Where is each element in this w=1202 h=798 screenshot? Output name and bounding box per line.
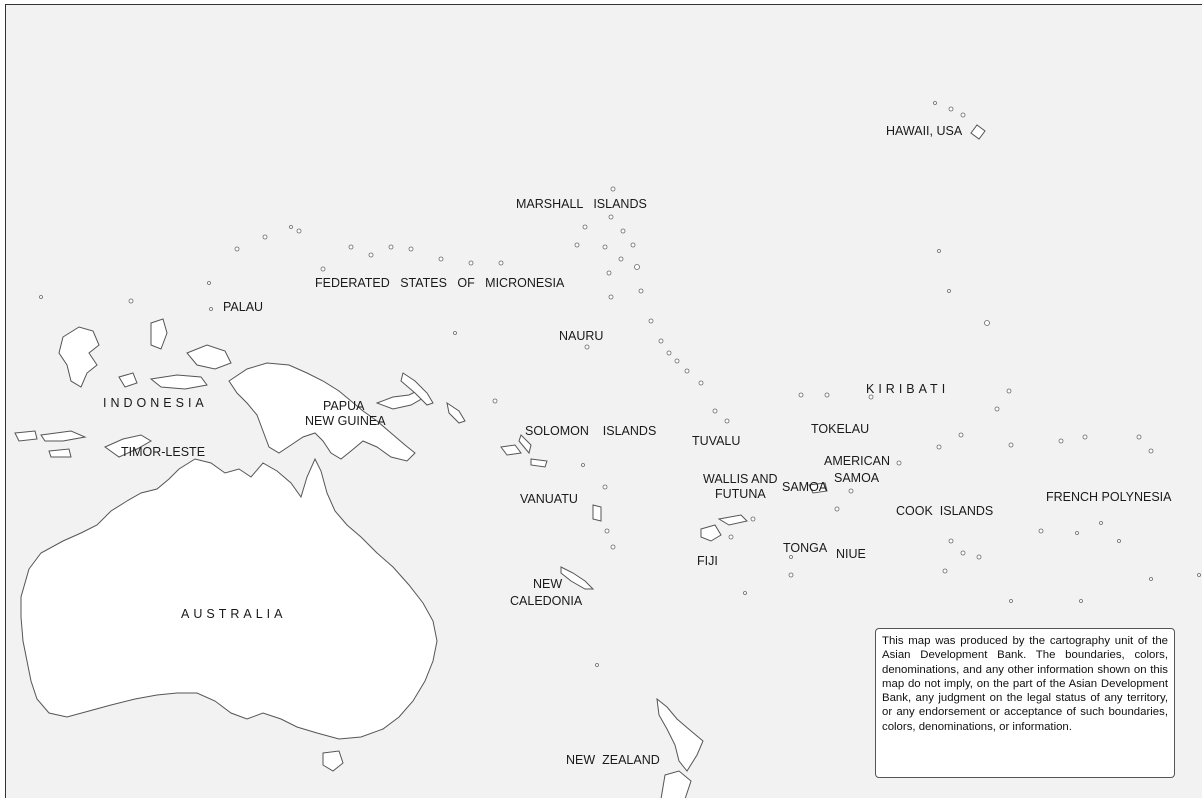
label-samoa: SAMOA [782,480,828,494]
label-tuvalu: TUVALU [692,434,740,448]
halmahera [150,318,168,350]
seram [149,374,208,390]
islets [39,101,1201,667]
makira [530,458,548,468]
hawaii-big-island [970,124,986,140]
map-frame: HAWAII, USA MARSHALL ISLANDS FEDERATED S… [5,4,1202,798]
new-zealand-north [656,697,704,772]
label-australia: AUSTRALIA [181,607,286,621]
label-marshall-islands: MARSHALL ISLANDS [516,197,647,211]
new-zealand-south [660,770,692,798]
guadalcanal [500,444,522,456]
vanua-levu [717,514,748,526]
label-new-zealand: NEW ZEALAND [566,753,660,767]
new-ireland [400,372,434,406]
label-french-polynesia: FRENCH POLYNESIA [1046,490,1172,504]
sumbawa [14,430,38,442]
vogelkop [186,344,232,370]
malaita [518,434,532,455]
label-indonesia: INDONESIA [103,396,208,410]
flores [40,430,87,442]
australia-landmass [20,457,438,740]
sumba [48,448,72,458]
timor [103,434,152,458]
map-canvas: HAWAII, USA MARSHALL ISLANDS FEDERATED S… [14,101,1201,798]
label-vanuatu: VANUATU [520,492,578,506]
sulawesi [58,326,100,388]
label-micronesia: FEDERATED STATES OF MICRONESIA [315,276,565,290]
label-new-caledonia-line1: NEW [533,577,562,591]
label-solomon-islands: SOLOMON ISLANDS [525,424,656,438]
label-wallis-line1: WALLIS AND [703,472,778,486]
label-wallis-line2: FUTUNA [715,487,766,501]
label-tokelau: TOKELAU [811,422,869,436]
label-nauru: NAURU [559,329,603,343]
buru [118,372,138,388]
label-png-line2: NEW GUINEA [305,414,386,428]
samoa-island [808,482,828,494]
viti-levu [700,524,722,542]
label-tonga: TONGA [783,541,828,555]
label-hawaii: HAWAII, USA [886,124,963,138]
label-american-samoa-line1: AMERICAN [824,454,890,468]
label-palau: PALAU [223,300,263,314]
label-niue: NIUE [836,547,866,561]
label-fiji: FIJI [697,554,718,568]
label-kiribati: KIRIBATI [866,382,949,396]
tasmania [322,750,344,772]
bougainville [446,401,466,424]
label-png-line1: PAPUA [323,399,365,413]
label-cook-islands: COOK ISLANDS [896,504,993,518]
new-guinea-landmass [228,362,416,462]
new-caledonia-island [560,566,595,590]
vanuatu-espiritu [592,504,602,522]
label-american-samoa-line2: SAMOA [834,471,880,485]
label-timor-leste: TIMOR-LESTE [121,445,205,459]
map-disclaimer: This map was produced by the cartography… [875,628,1175,778]
label-new-caledonia-line2: CALEDONIA [510,594,583,608]
